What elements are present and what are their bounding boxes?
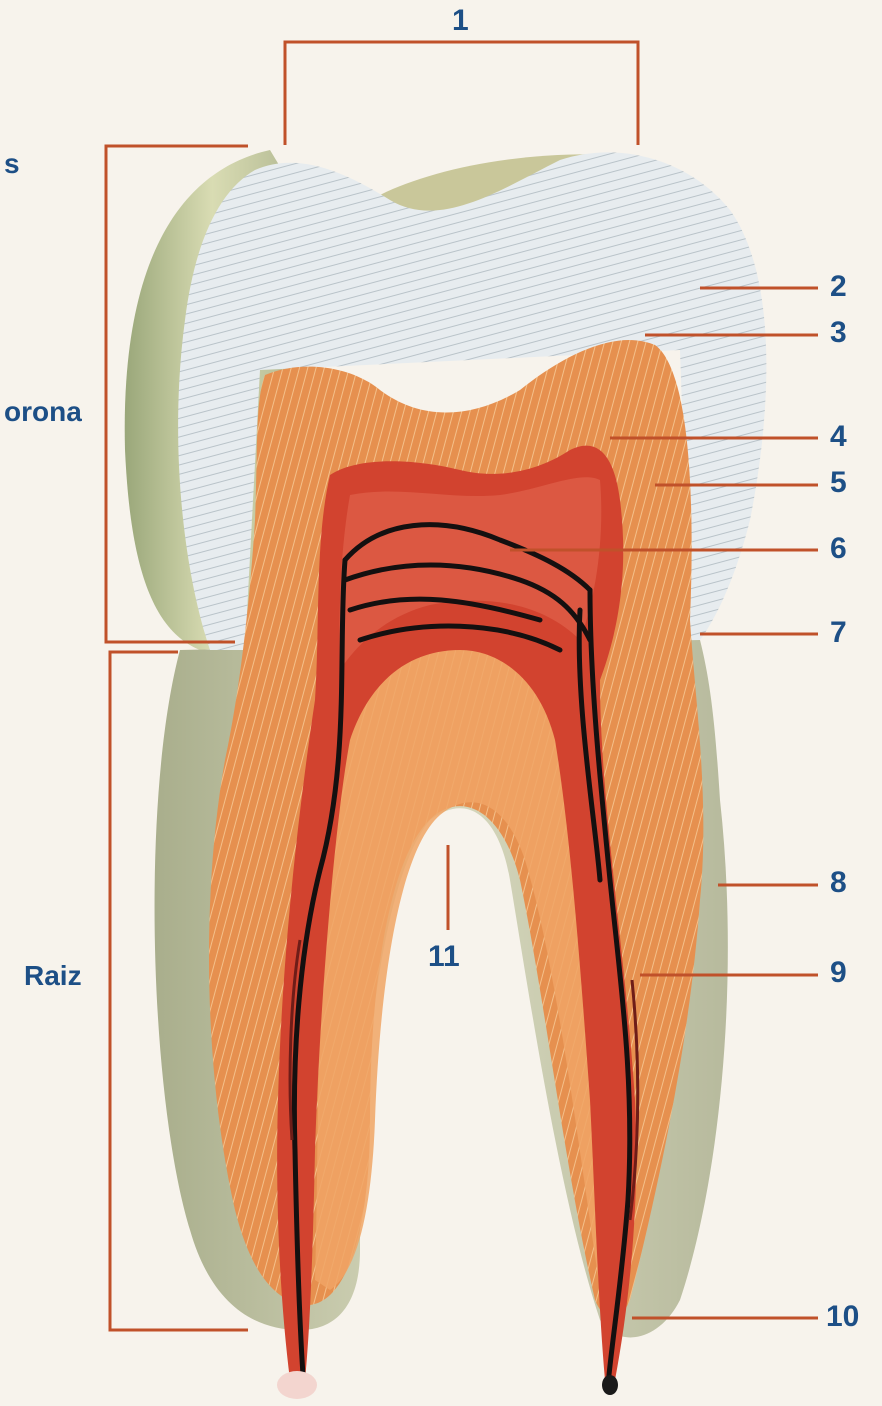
label-9: 9: [830, 958, 847, 988]
label-corona-s: s: [4, 150, 20, 178]
label-7: 7: [830, 618, 847, 648]
bracket-1: [285, 42, 638, 145]
label-5: 5: [830, 468, 847, 498]
label-8: 8: [830, 868, 847, 898]
label-3: 3: [830, 318, 847, 348]
label-4: 4: [830, 422, 847, 452]
apex-left: [277, 1371, 317, 1399]
label-1: 1: [452, 6, 469, 36]
label-11: 11: [428, 942, 460, 972]
label-raiz: Raiz: [24, 962, 82, 990]
label-corona: orona: [4, 398, 82, 426]
label-2: 2: [830, 272, 847, 302]
label-6: 6: [830, 534, 847, 564]
label-10: 10: [826, 1302, 859, 1332]
apex-right: [602, 1375, 618, 1395]
